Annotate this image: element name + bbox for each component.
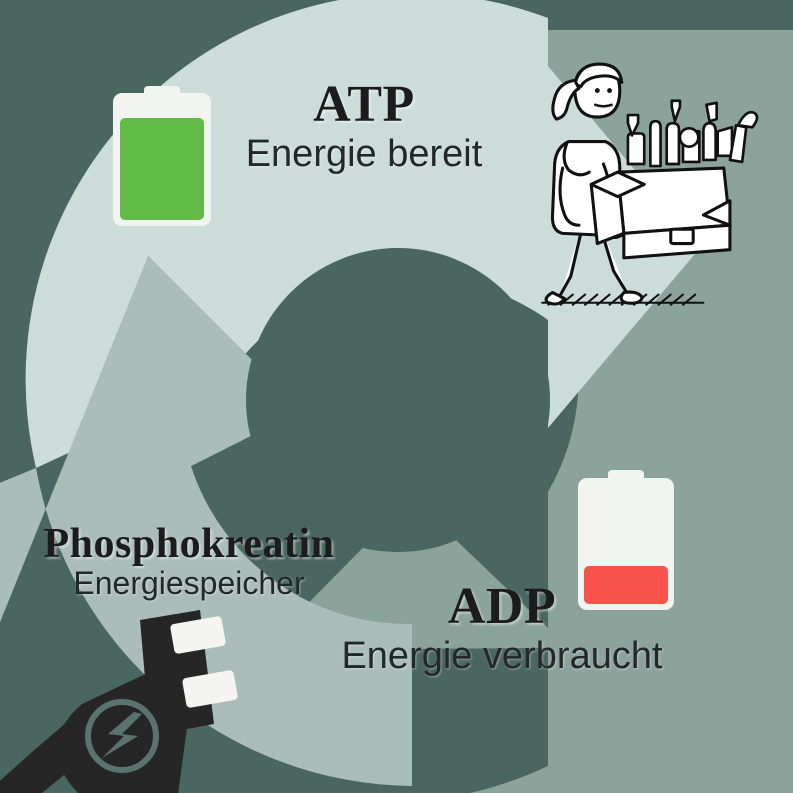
segment-phosphokreatin: [0, 256, 412, 786]
hub: [246, 248, 550, 552]
